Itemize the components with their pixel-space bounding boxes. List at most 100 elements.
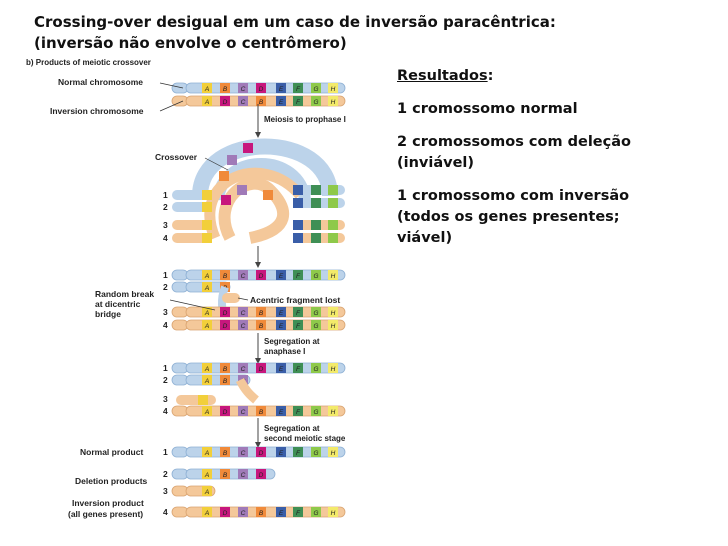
gene-band-H xyxy=(328,307,338,317)
pointer-acentric xyxy=(237,297,249,301)
result-inversion: 1 cromossomo com inversão (todos os gene… xyxy=(397,188,630,246)
results-heading-text: Resultados xyxy=(397,68,488,84)
gene-label-B: B xyxy=(259,323,264,330)
gene-label-F: F xyxy=(296,99,301,106)
gene-label-E: E xyxy=(279,450,284,457)
gene-band-B xyxy=(220,375,230,385)
gene-band-C xyxy=(238,507,248,517)
break-number-1: 1 xyxy=(163,270,168,280)
gene-band-D xyxy=(220,406,230,416)
loop-gene-D-3 xyxy=(221,195,231,205)
results-panel: Resultados: 1 cromossomo normal 2 cromos… xyxy=(397,66,717,261)
arrow-second-head xyxy=(255,442,261,448)
gene-band-A xyxy=(202,406,212,416)
gene-band-D xyxy=(256,83,266,93)
crossover-gene-A xyxy=(202,220,212,230)
gene-label-B: B xyxy=(223,366,228,373)
anaphase-gene-A xyxy=(198,395,208,405)
gene-label-H: H xyxy=(331,273,336,280)
gene-band-F xyxy=(293,406,303,416)
gene-band-B xyxy=(256,307,266,317)
gene-label-H: H xyxy=(331,366,336,373)
gene-band-H xyxy=(328,270,338,280)
gene-band-A xyxy=(202,469,212,479)
gene-label-E: E xyxy=(279,510,284,517)
gene-band-F xyxy=(293,270,303,280)
gene-band-E xyxy=(276,307,286,317)
gene-band-D xyxy=(220,507,230,517)
loop-gene-C-4 xyxy=(237,185,247,195)
gene-label-C: C xyxy=(241,310,246,317)
gene-band-C xyxy=(238,83,248,93)
gene-label-A: A xyxy=(204,409,209,416)
gene-band-C xyxy=(238,320,248,330)
loop-tan-1 xyxy=(218,177,290,244)
gene-label-G: G xyxy=(313,366,318,373)
product-number-2: 2 xyxy=(163,469,168,479)
gene-band-G xyxy=(311,270,321,280)
gene-label-C: C xyxy=(241,510,246,517)
gene-band-B xyxy=(256,507,266,517)
gene-label-A: A xyxy=(204,99,209,106)
gene-label-F: F xyxy=(296,510,301,517)
gene-band-D xyxy=(220,96,230,106)
gene-label-C: C xyxy=(241,86,246,93)
gene-label-B: B xyxy=(259,510,264,517)
crossover-gene-A xyxy=(202,202,212,212)
gene-band-A xyxy=(202,507,212,517)
random-break-label-2: at dicentric xyxy=(95,299,141,309)
gene-label-E: E xyxy=(279,99,284,106)
gene-band-E xyxy=(276,96,286,106)
normal-chromosome-label: Normal chromosome xyxy=(58,77,143,87)
crossover-gene-E xyxy=(293,185,303,195)
crossover-gene-F xyxy=(311,220,321,230)
gene-label-C: C xyxy=(241,323,246,330)
gene-band-C xyxy=(238,363,248,373)
gene-band-B xyxy=(256,320,266,330)
result-normal: 1 cromossomo normal xyxy=(397,101,578,117)
segregation-anaphase-label-2: anaphase I xyxy=(264,347,305,356)
pointer-normal xyxy=(159,82,184,89)
segregation-second-label-1: Segregation at xyxy=(264,424,320,433)
gene-band-E xyxy=(276,406,286,416)
loop-gene-C-1 xyxy=(227,155,237,165)
gene-label-E: E xyxy=(279,86,284,93)
break-number-3: 3 xyxy=(163,307,168,317)
gene-label-C: C xyxy=(241,409,246,416)
gene-label-D: D xyxy=(223,510,228,517)
gene-band-G xyxy=(311,363,321,373)
gene-label-A: A xyxy=(204,86,209,93)
crossover-gene-A xyxy=(202,190,212,200)
crossover-label: Crossover xyxy=(155,152,198,162)
arrow-anaphase-head xyxy=(255,358,261,364)
gene-label-A: A xyxy=(204,378,209,385)
gene-label-F: F xyxy=(296,366,301,373)
gene-label-H: H xyxy=(331,409,336,416)
gene-band-A xyxy=(202,270,212,280)
gene-label-C: C xyxy=(241,450,246,457)
gene-label-D: D xyxy=(223,409,228,416)
acentric-label: Acentric fragment lost xyxy=(250,295,340,305)
gene-band-B xyxy=(220,469,230,479)
product-number-3: 3 xyxy=(163,486,168,496)
gene-label-B: B xyxy=(259,409,264,416)
gene-label-E: E xyxy=(279,273,284,280)
gene-label-G: G xyxy=(313,409,318,416)
gene-label-G: G xyxy=(313,323,318,330)
gene-band-A xyxy=(202,83,212,93)
gene-label-G: G xyxy=(313,510,318,517)
product-number-1: 1 xyxy=(163,447,168,457)
crossover-gene-G xyxy=(328,198,338,208)
loop-blue-outer xyxy=(192,138,338,197)
gene-label-D: D xyxy=(223,99,228,106)
gene-label-F: F xyxy=(296,310,301,317)
gene-label-B: B xyxy=(223,472,228,479)
gene-band-B xyxy=(256,406,266,416)
gene-band-H xyxy=(328,320,338,330)
